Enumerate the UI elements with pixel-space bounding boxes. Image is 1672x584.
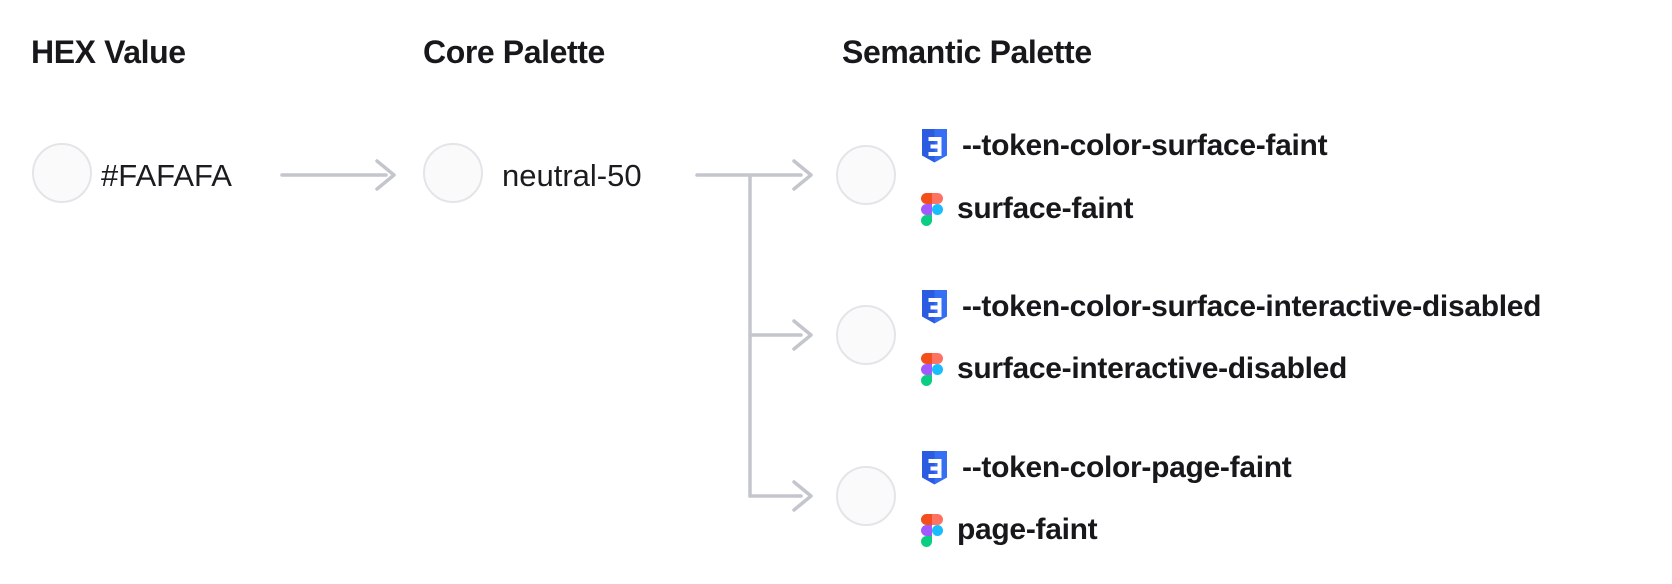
heading-core-palette: Core Palette [423, 34, 605, 70]
figma-logo-icon [921, 513, 943, 547]
core-palette-label: neutral-50 [502, 158, 642, 193]
heading-semantic-palette: Semantic Palette [842, 34, 1092, 70]
semantic-color-swatch [836, 145, 896, 205]
figma-token-name: surface-interactive-disabled [957, 352, 1348, 385]
css-token-name: --token-color-surface-interactive-disabl… [962, 290, 1542, 323]
css3-shield-icon [921, 290, 948, 324]
figma-logo-icon [921, 352, 943, 386]
semantic-css-token-row: --token-color-page-faint [921, 448, 1292, 488]
hex-value-label: #FAFAFA [101, 158, 232, 193]
semantic-color-swatch [836, 305, 896, 365]
semantic-css-token-row: --token-color-surface-interactive-disabl… [921, 287, 1542, 327]
arrow-core-to-semantic-3 [748, 480, 813, 512]
core-color-swatch [423, 143, 483, 203]
semantic-color-swatch [836, 466, 896, 526]
heading-hex-value: HEX Value [31, 34, 186, 70]
css3-shield-icon [921, 129, 948, 163]
figma-logo-icon [921, 192, 943, 226]
arrow-core-to-semantic-2 [748, 319, 813, 351]
semantic-figma-token-row: surface-faint [921, 189, 1133, 229]
hex-color-swatch [32, 143, 92, 203]
figma-token-name: surface-faint [957, 192, 1134, 225]
semantic-css-token-row: --token-color-surface-faint [921, 126, 1328, 166]
arrow-core-to-semantic-1 [695, 159, 813, 191]
semantic-figma-token-row: page-faint [921, 510, 1098, 550]
semantic-figma-token-row: surface-interactive-disabled [921, 349, 1347, 389]
figma-token-name: page-faint [957, 513, 1098, 546]
css-token-name: --token-color-surface-faint [962, 129, 1328, 162]
arrow-hex-to-core [280, 159, 396, 191]
css3-shield-icon [921, 451, 948, 485]
css-token-name: --token-color-page-faint [962, 451, 1292, 484]
